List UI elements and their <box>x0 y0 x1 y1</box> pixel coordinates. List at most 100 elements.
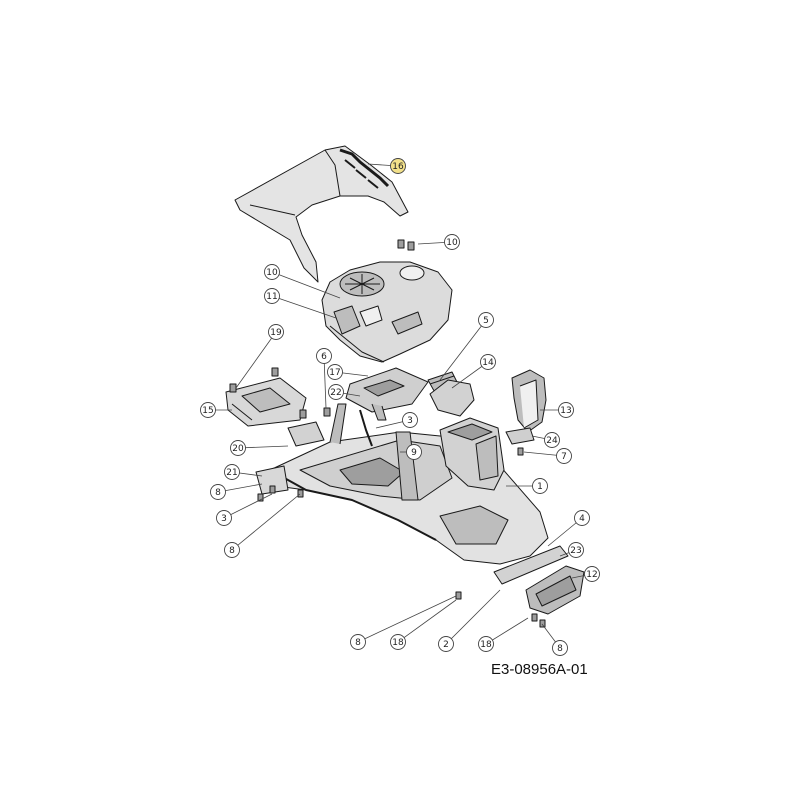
callout-label: 10 <box>266 268 278 278</box>
leader-line-c-19 <box>235 331 277 389</box>
bracket-20 <box>287 421 325 447</box>
callout-circle <box>390 158 406 174</box>
callout-c-19[interactable]: 19 <box>268 324 284 340</box>
callout-circle <box>544 432 560 448</box>
rear-bumper-12 <box>525 565 585 615</box>
callout-label: 8 <box>355 638 361 648</box>
callout-c-18-b[interactable]: 18 <box>478 636 494 652</box>
callout-c-13[interactable]: 13 <box>558 402 574 418</box>
callout-label: 18 <box>392 638 404 648</box>
callout-c-10-b[interactable]: 10 <box>264 264 280 280</box>
callout-label: 11 <box>266 292 277 302</box>
callout-label: 8 <box>215 488 221 498</box>
rear-plate <box>493 545 569 585</box>
dash-panel <box>345 367 429 421</box>
callout-label: 21 <box>226 468 237 478</box>
fasteners <box>229 239 546 628</box>
leader-line-c-5 <box>439 319 487 381</box>
callout-c-20[interactable]: 20 <box>230 440 246 456</box>
callout-c-15[interactable]: 15 <box>200 402 216 418</box>
callout-label: 8 <box>229 546 235 556</box>
leader-line-c-3-b <box>223 493 273 519</box>
callout-label: 15 <box>202 406 213 416</box>
callout-label: 2 <box>443 640 449 650</box>
callout-circle <box>316 348 332 364</box>
callout-c-16-top[interactable]: 16 <box>390 158 406 174</box>
callout-c-8-c[interactable]: 8 <box>350 634 366 650</box>
callout-label: 1 <box>537 482 543 492</box>
callout-c-6[interactable]: 6 <box>316 348 332 364</box>
callout-circle <box>224 464 240 480</box>
callout-label: 13 <box>560 406 571 416</box>
callout-circle <box>402 412 418 428</box>
callout-circle <box>210 484 226 500</box>
clip-24 <box>505 427 535 445</box>
drawing-number: E3-08956A-01 <box>491 661 588 678</box>
callout-c-3-a[interactable]: 3 <box>402 412 418 428</box>
callout-circle <box>556 448 572 464</box>
callout-label: 7 <box>561 452 567 462</box>
leader-line-c-11 <box>271 295 337 319</box>
callout-label: 20 <box>232 444 244 454</box>
callout-c-4[interactable]: 4 <box>574 510 590 526</box>
leader-line-c-2 <box>445 589 501 645</box>
bracket-21 <box>255 465 289 495</box>
callout-c-24[interactable]: 24 <box>544 432 560 448</box>
callout-circle <box>264 264 280 280</box>
leader-line-c-10-b <box>271 271 341 299</box>
callout-circle <box>478 636 494 652</box>
callout-circle <box>268 324 284 340</box>
callout-label: 3 <box>407 416 413 426</box>
callout-c-8-b[interactable]: 8 <box>224 542 240 558</box>
callout-c-12[interactable]: 12 <box>584 566 600 582</box>
callout-c-22[interactable]: 22 <box>328 384 344 400</box>
callout-c-8-a[interactable]: 8 <box>210 484 226 500</box>
callout-label: 8 <box>557 644 563 654</box>
callout-c-18-a[interactable]: 18 <box>390 634 406 650</box>
leader-line-c-18-b <box>485 617 529 645</box>
callout-circle <box>230 440 246 456</box>
callout-c-1[interactable]: 1 <box>532 478 548 494</box>
callout-label: 3 <box>221 514 227 524</box>
callout-circle <box>327 364 343 380</box>
leader-line-c-8-c <box>357 595 457 643</box>
callout-c-9[interactable]: 9 <box>406 444 422 460</box>
callout-c-23[interactable]: 23 <box>568 542 584 558</box>
callout-label: 17 <box>329 368 340 378</box>
leader-line-c-6 <box>323 355 327 409</box>
callout-c-11[interactable]: 11 <box>264 288 280 304</box>
callout-c-10-a[interactable]: 10 <box>444 234 460 250</box>
leader-line-c-18-a <box>397 599 457 643</box>
callout-c-5[interactable]: 5 <box>478 312 494 328</box>
callout-label: 12 <box>586 570 597 580</box>
callout-circle <box>264 288 280 304</box>
callout-label: 16 <box>392 162 404 172</box>
callout-c-8-d[interactable]: 8 <box>552 640 568 656</box>
callout-circle <box>480 354 496 370</box>
callout-circle <box>406 444 422 460</box>
callout-circle <box>552 640 568 656</box>
callout-circle <box>568 542 584 558</box>
callout-c-21[interactable]: 21 <box>224 464 240 480</box>
callout-label: 18 <box>480 640 492 650</box>
callout-c-14[interactable]: 14 <box>480 354 496 370</box>
callout-c-2[interactable]: 2 <box>438 636 454 652</box>
leader-line-c-20 <box>237 445 289 449</box>
battery-box <box>439 417 505 491</box>
callout-c-7[interactable]: 7 <box>556 448 572 464</box>
callout-label: 23 <box>570 546 581 556</box>
callout-circle <box>574 510 590 526</box>
callout-circle <box>584 566 600 582</box>
callout-label: 9 <box>411 448 417 458</box>
callout-circle <box>350 634 366 650</box>
callout-c-17[interactable]: 17 <box>327 364 343 380</box>
callout-circle <box>478 312 494 328</box>
callout-label: 6 <box>321 352 327 362</box>
hood-cover <box>234 145 409 283</box>
callout-circle <box>216 510 232 526</box>
callout-circle <box>390 634 406 650</box>
callout-label: 5 <box>483 316 489 326</box>
callout-c-3-b[interactable]: 3 <box>216 510 232 526</box>
